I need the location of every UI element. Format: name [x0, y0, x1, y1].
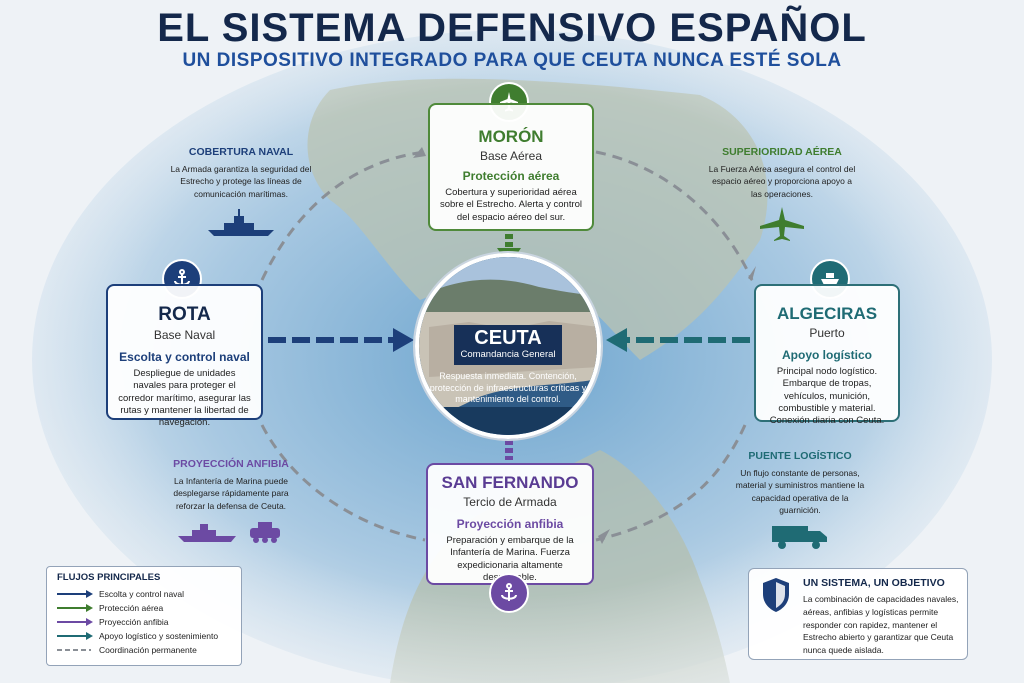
legend-item: Apoyo logístico y sostenimiento	[57, 629, 231, 643]
summary-title: UN SISTEMA, UN OBJETIVO	[803, 577, 945, 589]
page-subtitle: UN DISPOSITIVO INTEGRADO PARA QUE CEUTA …	[182, 50, 842, 71]
algeciras-card: ALGECIRAS Puerto Apoyo logístico Princip…	[754, 284, 900, 426]
shield-icon	[763, 578, 789, 612]
air-note: SUPERIORIDAD AÉREA La Fuerza Aérea asegu…	[708, 146, 856, 247]
ceuta-subtitle: Comandancia General	[460, 349, 556, 360]
legend-label: Coordinación permanente	[99, 645, 197, 655]
moron-card: MORÓN Base Aérea Protección aérea Cobert…	[428, 103, 594, 231]
anchor-icon	[489, 573, 529, 613]
naval-note-heading: COBERTURA NAVAL	[188, 146, 294, 158]
summary-text: La combinación de capacidades navales, a…	[803, 594, 959, 655]
algeciras-name: ALGECIRAS	[776, 304, 878, 323]
fighter-jet-icon	[760, 206, 804, 241]
amphibious-note-heading: PROYECCIÓN ANFIBIA	[173, 458, 289, 470]
rota-description: Despliegue de unidades navales para prot…	[118, 368, 251, 429]
algeciras-description: Principal nodo logístico. Embarque de tr…	[769, 366, 885, 427]
legend-item: Escolta y control naval	[57, 587, 231, 601]
logistics-note: PUENTE LOGÍSTICO Un flujo constante de p…	[730, 450, 870, 555]
legend-item: Coordinación permanente	[57, 643, 231, 657]
legend-item: Proyección anfibia	[57, 615, 231, 629]
page-title: EL SISTEMA DEFENSIVO ESPAÑOL	[157, 6, 867, 50]
moron-name: MORÓN	[478, 127, 544, 146]
amphibious-note-text: La Infantería de Marina puede desplegars…	[173, 476, 289, 511]
algeciras-role: Apoyo logístico	[782, 348, 872, 362]
amphibious-vehicle-icon	[178, 521, 280, 543]
air-note-text: La Fuerza Aérea asegura el control del e…	[708, 164, 856, 199]
logistics-flow-arrow	[606, 328, 750, 352]
legend-label: Apoyo logístico y sostenimiento	[99, 631, 219, 641]
amphibious-note: PROYECCIÓN ANFIBIA La Infantería de Mari…	[166, 458, 296, 549]
legend-label: Protección aérea	[99, 603, 164, 613]
logistics-note-text: Un flujo constante de personas, material…	[735, 468, 865, 515]
san-fernando-card: SAN FERNANDO Tercio de Armada Proyección…	[426, 463, 594, 585]
algeciras-kind: Puerto	[809, 326, 845, 340]
rota-role: Escolta y control naval	[119, 350, 250, 364]
rota-card: ROTA Base Naval Escolta y control naval …	[106, 284, 263, 428]
warship-icon	[208, 208, 274, 236]
air-note-heading: SUPERIORIDAD AÉREA	[722, 146, 842, 158]
legend-label: Escolta y control naval	[99, 589, 185, 599]
logistics-note-heading: PUENTE LOGÍSTICO	[748, 450, 852, 462]
ceuta-name: CEUTA	[474, 327, 542, 349]
san-fernando-role: Proyección anfibia	[456, 517, 564, 531]
ceuta-label: CEUTA Comandancia General	[454, 325, 562, 365]
moron-role: Protección aérea	[462, 169, 560, 183]
legend-title: FLUJOS PRINCIPALES	[57, 572, 161, 583]
legend-label: Proyección anfibia	[99, 617, 169, 627]
naval-note: COBERTURA NAVAL La Armada garantiza la s…	[166, 146, 316, 243]
moron-kind: Base Aérea	[479, 149, 543, 163]
legend-box: FLUJOS PRINCIPALES Escolta y control nav…	[46, 566, 242, 666]
ceuta-description: Respuesta inmediata. Contención, protecc…	[429, 371, 587, 405]
rota-kind: Base Naval	[153, 328, 216, 342]
san-fernando-name: SAN FERNANDO	[441, 473, 579, 492]
truck-icon	[772, 526, 827, 550]
moron-description: Cobertura y superioridad aérea sobre el …	[439, 187, 583, 223]
naval-flow-arrow	[268, 328, 414, 352]
naval-note-text: La Armada garantiza la seguridad del Est…	[170, 164, 312, 199]
rota-name: ROTA	[158, 304, 211, 325]
legend-item: Protección aérea	[57, 601, 231, 615]
summary-box: UN SISTEMA, UN OBJETIVO La combinación d…	[748, 568, 968, 660]
san-fernando-kind: Tercio de Armada	[463, 495, 557, 509]
